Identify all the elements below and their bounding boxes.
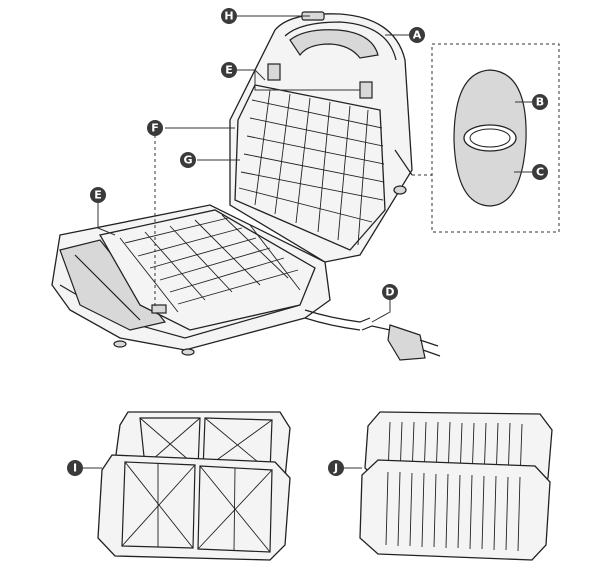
- callout-label-J: J: [333, 462, 338, 475]
- grill-plate-front: [359, 459, 551, 561]
- callout-F: F: [147, 120, 163, 136]
- callout-J: J: [328, 460, 344, 476]
- callout-label-H: H: [224, 10, 233, 23]
- power-cord: [304, 309, 441, 361]
- callout-A: A: [409, 27, 425, 43]
- callout-label-I: I: [73, 462, 77, 475]
- indicator-inset: [412, 43, 560, 233]
- callout-label-F: F: [151, 122, 159, 135]
- grill-plates: [359, 411, 553, 561]
- callout-C: C: [532, 164, 548, 180]
- callout-B: B: [532, 94, 548, 110]
- callout-label-C: C: [536, 166, 544, 179]
- callout-label-E-left: E: [94, 189, 102, 202]
- callout-label-A: A: [413, 29, 422, 42]
- callout-D: D: [382, 284, 398, 300]
- leader-lines: [83, 15, 532, 469]
- callout-label-G: G: [183, 154, 192, 167]
- callout-label-E-top: E: [225, 64, 233, 77]
- callout-E-top: E: [221, 62, 237, 78]
- callout-G: G: [180, 152, 196, 168]
- sandwich-plates: [97, 411, 291, 561]
- lid-handle: [289, 29, 379, 59]
- upper-plate-grid: [238, 89, 385, 246]
- callout-H: H: [221, 8, 237, 24]
- callout-I: I: [67, 460, 83, 476]
- callout-label-D: D: [385, 286, 394, 299]
- base-handle: [59, 239, 167, 331]
- callout-label-B: B: [536, 96, 544, 109]
- callout-E-left: E: [90, 187, 106, 203]
